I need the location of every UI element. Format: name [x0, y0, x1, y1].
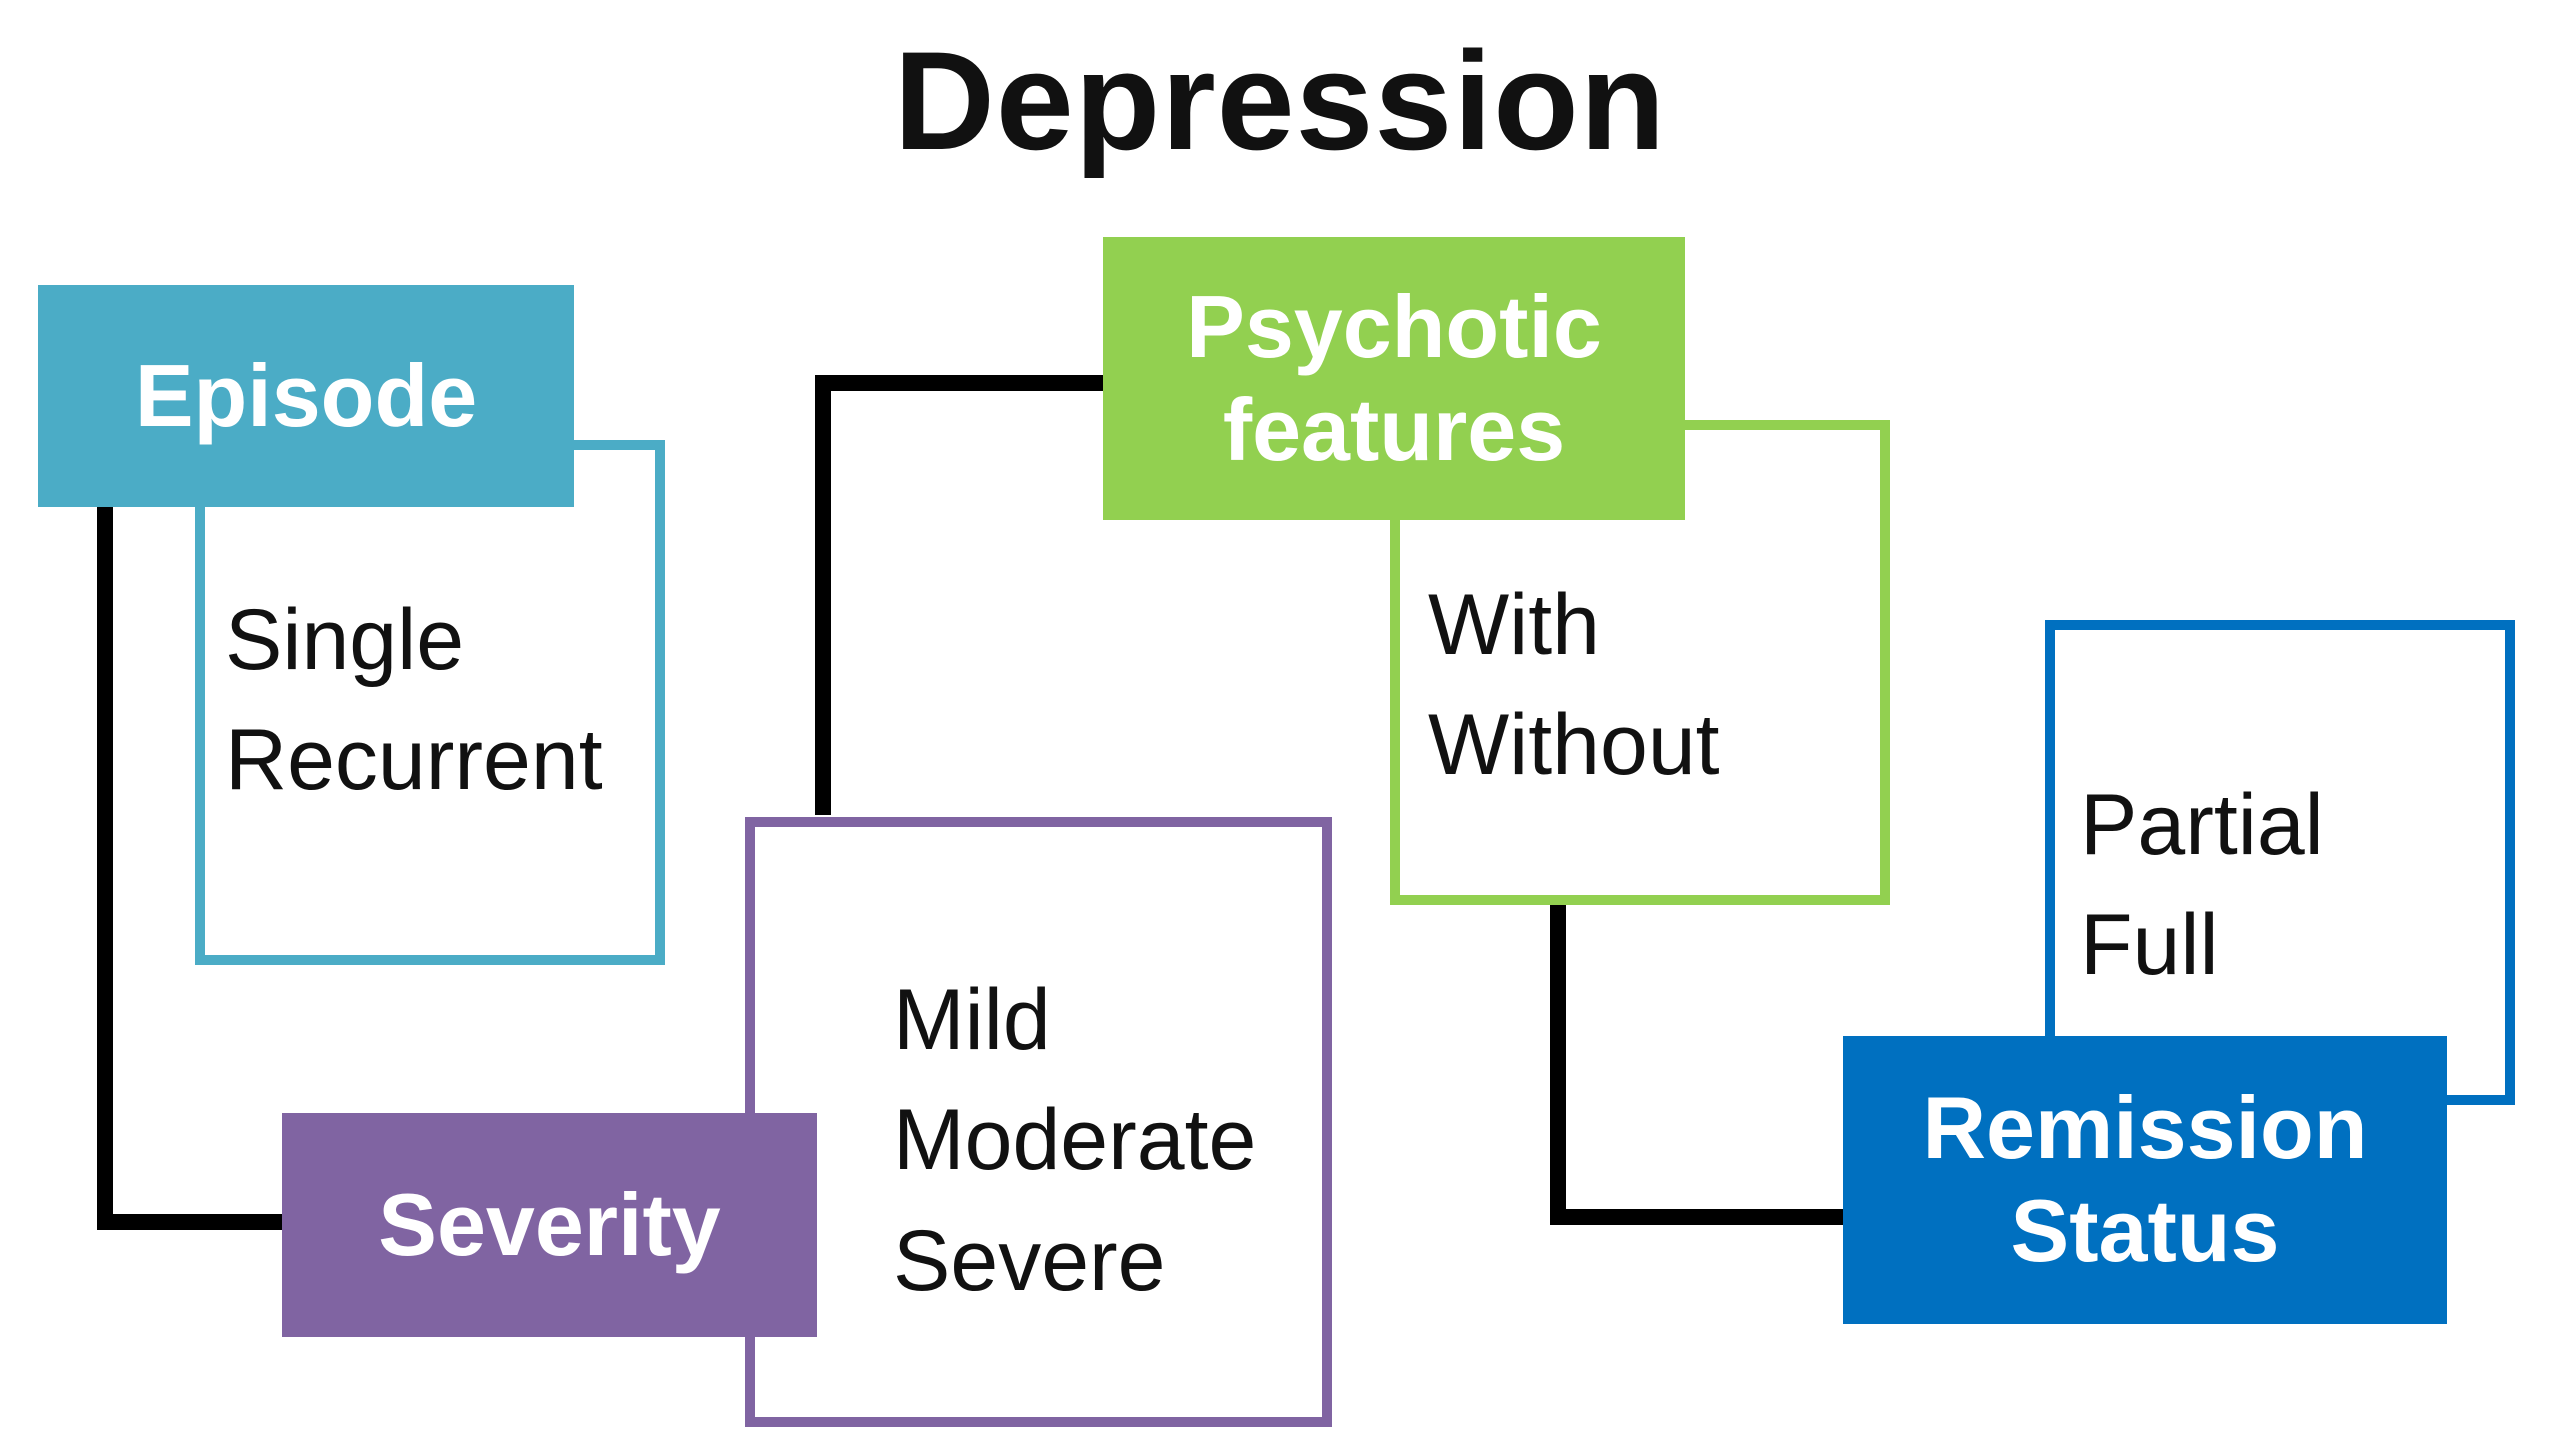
remission-label-line-1: Remission: [1922, 1078, 2368, 1178]
severity-option-mild: Mild: [893, 972, 1051, 1068]
remission-option-partial: Partial: [2080, 777, 2324, 873]
episode-option-single: Single: [225, 592, 465, 688]
episode-option-recurrent: Recurrent: [225, 712, 603, 809]
remission-status-box: Remission Status: [1843, 1036, 2447, 1324]
episode-box: Episode: [38, 285, 574, 507]
connector-episode-severity: [97, 1214, 287, 1230]
connector-psychotic-vertical: [1550, 900, 1566, 1225]
severity-options: Mild Moderate Severe: [893, 960, 1256, 1321]
remission-options-box: [2045, 620, 2515, 1105]
psychotic-label-line-1: Psychotic: [1186, 276, 1602, 376]
episode-options: Single Recurrent: [225, 580, 603, 821]
connector-psychotic-horizontal: [815, 375, 1105, 391]
psychotic-option-without: Without: [1428, 697, 1720, 794]
psychotic-label-line-2: features: [1222, 379, 1566, 479]
psychotic-features-box: Psychotic features: [1103, 237, 1685, 520]
remission-options: Partial Full: [2080, 765, 2324, 1006]
severity-option-moderate: Moderate: [893, 1092, 1257, 1189]
psychotic-option-with: With: [1428, 577, 1600, 673]
connector-remission-horizontal: [1550, 1209, 1845, 1225]
remission-label-line-2: Status: [2010, 1181, 2280, 1280]
diagram-title: Depression: [893, 22, 1667, 179]
severity-option-severe: Severe: [893, 1212, 1166, 1309]
connector-severity-vertical: [815, 375, 831, 815]
connector-episode-vertical: [97, 500, 113, 1230]
remission-option-full: Full: [2080, 897, 2219, 994]
episode-label: Episode: [134, 345, 478, 445]
psychotic-options: With Without: [1428, 565, 1720, 806]
severity-box: Severity: [282, 1113, 817, 1337]
severity-label: Severity: [378, 1174, 721, 1274]
